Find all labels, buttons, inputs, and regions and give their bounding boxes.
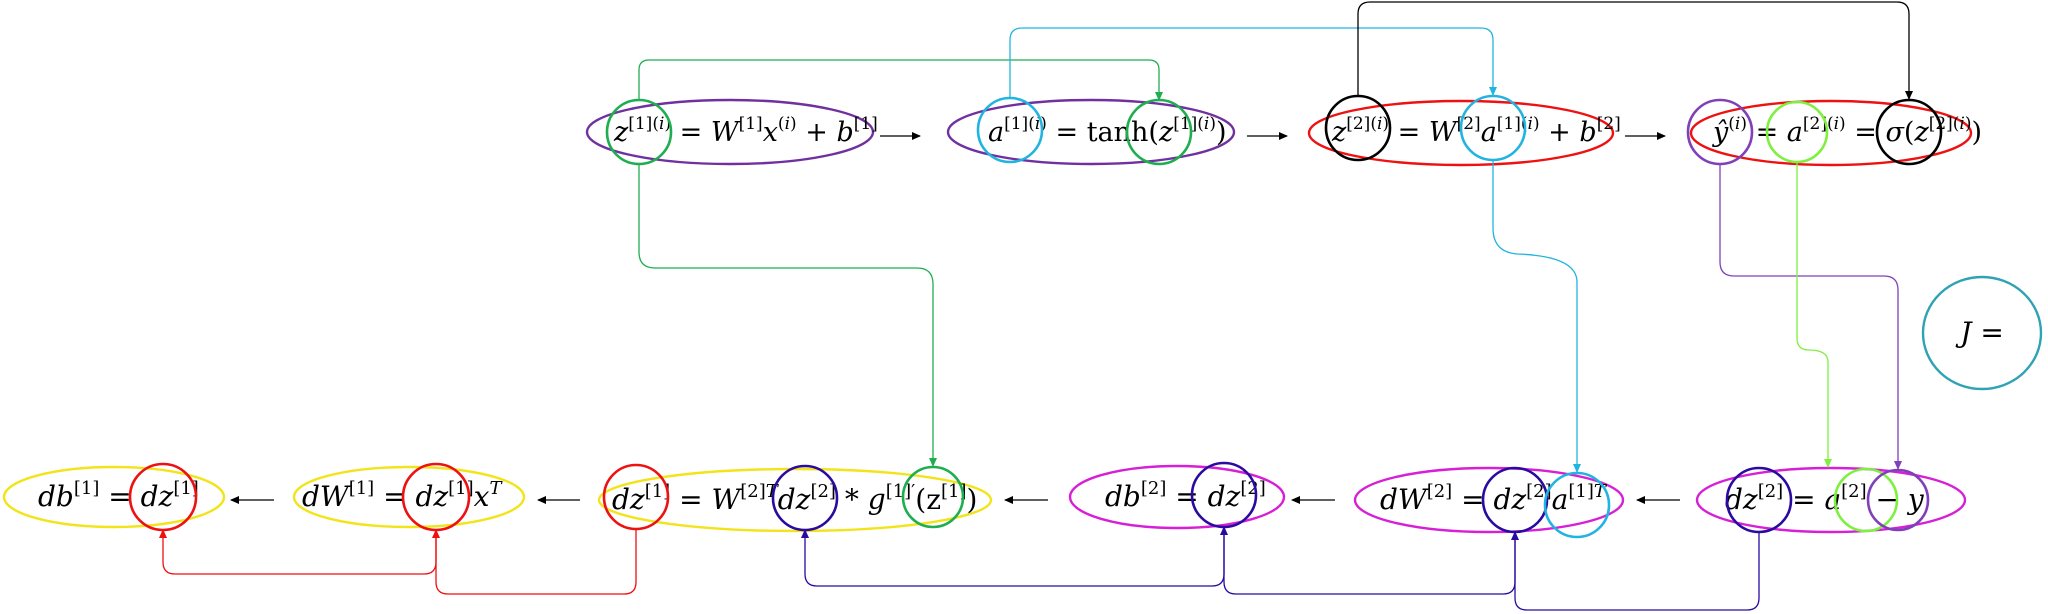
backward-eq2-ellipse — [292, 465, 526, 529]
backward-eq5-text: dW[2] = dz[2]a[1]T — [1380, 481, 1608, 516]
forward-eq2-ellipse — [946, 98, 1236, 166]
cost-label: J = — [1955, 316, 2004, 349]
dependency-connectors — [159, 1, 1913, 611]
backward-eq2-text: dW[1] = dz[1]xT — [302, 478, 503, 513]
connector-yhat-to-dz2 — [1719, 164, 1902, 470]
a2-circle-dz2 — [1833, 467, 1899, 533]
backward-eq1-text: db[1] = dz[1] — [38, 478, 199, 513]
cost-node: J = — [1921, 275, 2043, 391]
backward-eq6-ellipse — [1695, 466, 1967, 534]
connector-dz2-to-dz1 — [801, 527, 1225, 587]
backward-eq4-text: db[2] = dz[2] — [1105, 478, 1266, 513]
forward-eq4-ellipse — [1689, 99, 1973, 167]
backward-eq3-ellipse — [597, 467, 993, 533]
connector-dz2-to-db2 — [1220, 526, 1516, 595]
connector-a1-to-z2 — [1009, 27, 1497, 98]
connector-dz1-to-db1 — [159, 529, 437, 575]
a1-circle-dw2 — [1543, 471, 1611, 539]
y-circle — [1866, 468, 1930, 532]
backward-eq5-ellipse — [1353, 466, 1625, 534]
z2-circle-eq4 — [1875, 98, 1943, 166]
forward-row: z[1](i) = W[1]x(i) + b[1] a[1](i) = tanh… — [585, 94, 1982, 167]
connector-dz2-to-dw2 — [1511, 531, 1760, 611]
forward-eq2-text: a[1](i) = tanh(z[1](i)) — [988, 114, 1227, 148]
connector-z1-to-tanh — [638, 59, 1163, 101]
connector-z1-to-gprime — [638, 164, 937, 467]
forward-eq3-text: z[2](i) = W[2]a[1](i) + b[2] — [1331, 114, 1621, 148]
backward-eq1-ellipse — [2, 465, 226, 529]
forward-eq3-ellipse — [1307, 99, 1615, 167]
backward-eq4-ellipse — [1068, 464, 1286, 530]
forward-eq1-ellipse — [585, 98, 875, 166]
connector-a2-to-dz2 — [1796, 162, 1832, 468]
backward-row: db[1] = dz[1] dW[1] = dz[1]xT dz[1] = W[… — [2, 461, 1967, 539]
cost-circle — [1921, 275, 2043, 391]
connector-z2-to-sigma — [1357, 1, 1913, 100]
connector-dz1-to-dw1 — [432, 529, 637, 595]
connector-a1-to-dw2 — [1492, 160, 1581, 473]
z1-circle-dz1 — [901, 465, 965, 529]
forward-eq1-text: z[1](i) = W[1]x(i) + b[1] — [613, 114, 878, 148]
